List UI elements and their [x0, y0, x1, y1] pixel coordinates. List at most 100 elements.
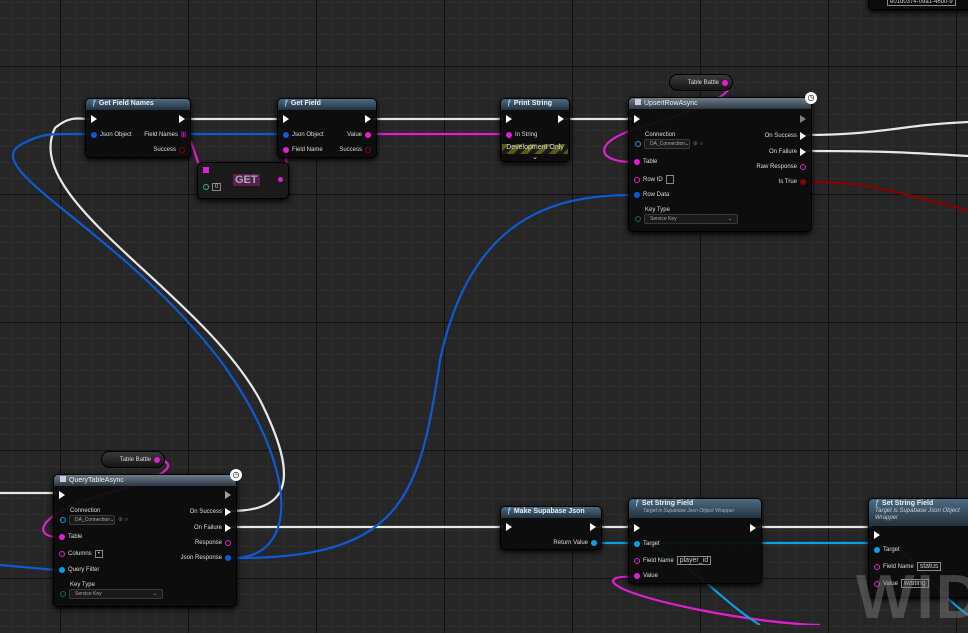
pin-label: Response [194, 540, 222, 546]
string-pin[interactable] [59, 534, 65, 540]
string-out-pin[interactable] [154, 456, 160, 463]
struct-out-pin[interactable] [591, 540, 597, 546]
exec-in-pin[interactable] [506, 523, 512, 531]
string-pin[interactable] [634, 159, 640, 165]
exec-out-pin[interactable] [800, 115, 806, 123]
exec-out-pin[interactable] [800, 148, 806, 156]
exec-wire [49, 117, 285, 513]
pin-label: In String [515, 132, 538, 138]
table-battle-variable[interactable]: Table Battle [669, 74, 733, 91]
enum-pin[interactable] [635, 216, 641, 222]
exec-in-pin[interactable] [506, 115, 512, 123]
function-icon: ƒ [507, 100, 511, 107]
exec-in-pin[interactable] [283, 115, 289, 123]
field-name-input[interactable]: player_id [676, 556, 712, 565]
exec-out-pin[interactable] [225, 524, 231, 532]
object-pin[interactable] [283, 132, 289, 138]
exec-in-pin[interactable] [634, 115, 640, 123]
node-title: Get Field [290, 100, 321, 107]
struct-pin[interactable] [874, 547, 880, 553]
exec-out-pin[interactable] [590, 523, 596, 531]
struct-pin[interactable] [59, 567, 65, 573]
array-pin-icon[interactable]: ||| [180, 132, 186, 138]
exec-out-pin[interactable] [365, 115, 371, 123]
string-pin[interactable] [634, 557, 640, 564]
offscreen-node[interactable]: e01d0374-09a1-4600-9 [868, 0, 968, 10]
string-out-pin[interactable] [278, 177, 283, 182]
browse-icon[interactable]: ⊕ ⌕ [118, 517, 129, 523]
exec-out-pin[interactable] [800, 132, 806, 140]
pin-label: Is True [778, 179, 797, 185]
exec-wire [0, 491, 872, 529]
exec-out-pin[interactable] [225, 508, 231, 516]
pin-label: On Failure [193, 525, 222, 531]
exec-in-pin[interactable] [874, 531, 880, 539]
connection-pin[interactable] [635, 141, 641, 147]
string-out-pin[interactable] [365, 132, 371, 138]
array-pin[interactable] [203, 167, 209, 173]
node-subtitle: Target is Supabase Json Object Wrapper [643, 508, 735, 514]
exec-in-pin[interactable] [59, 491, 65, 499]
pin-label: Json Object [292, 132, 324, 138]
struct-pin[interactable] [634, 541, 640, 547]
upsert-row-async-node[interactable]: UpsertRowAsync ◷ Connection DA_Connectio… [628, 92, 817, 232]
row-id-field[interactable] [665, 175, 674, 184]
enum-pin[interactable] [60, 591, 66, 597]
string-pin[interactable] [874, 563, 880, 570]
string-wire [612, 575, 821, 625]
columns-field[interactable]: • [94, 550, 103, 558]
table-battle-variable[interactable]: Table Battle [101, 451, 165, 468]
object-pin[interactable] [634, 192, 640, 198]
value-field[interactable]: e01d0374-09a1-4600-9 [887, 0, 956, 6]
exec-out-pin[interactable] [558, 115, 564, 123]
string-pin[interactable] [506, 132, 512, 138]
pin-label: Target [643, 541, 660, 547]
exec-wire [804, 120, 968, 158]
string-out-pin[interactable] [800, 164, 806, 170]
index-field[interactable]: 0 [212, 183, 222, 191]
string-pin[interactable] [634, 176, 640, 183]
latent-clock-icon: ◷ [230, 469, 242, 481]
value-input[interactable]: waiting [900, 579, 929, 588]
function-icon: ƒ [507, 508, 511, 515]
connection-dropdown[interactable]: DA_Connection⌄ [644, 139, 690, 149]
pin-label: Field Name [292, 147, 323, 153]
bool-wire [804, 180, 968, 212]
bool-pin[interactable] [365, 147, 371, 153]
int-pin[interactable] [203, 184, 209, 190]
string-out-pin[interactable] [225, 540, 231, 546]
connection-dropdown[interactable]: DA_Connection⌄ [69, 515, 115, 525]
bool-out-pin[interactable] [800, 179, 806, 185]
pin-label: Value [883, 580, 898, 587]
key-type-dropdown[interactable]: Service Key⌄ [644, 214, 738, 224]
key-type-dropdown[interactable]: Service Key⌄ [69, 589, 163, 599]
string-pin[interactable] [634, 573, 640, 579]
function-icon: ƒ [92, 100, 96, 107]
exec-out-pin[interactable] [750, 524, 756, 532]
exec-in-pin[interactable] [91, 115, 97, 123]
array-get-node[interactable]: GET 0 [197, 162, 289, 199]
array-pin[interactable] [59, 551, 65, 557]
string-pin[interactable] [874, 580, 880, 587]
node-title: Set String Field [881, 500, 934, 507]
field-name-input[interactable]: status [916, 562, 942, 571]
object-pin[interactable] [91, 132, 97, 138]
object-out-pin[interactable] [225, 555, 231, 561]
pin-label: Row Data [643, 192, 670, 198]
exec-out-pin[interactable] [179, 115, 185, 123]
query-table-async-node[interactable]: QueryTableAsync ◷ Connection DA_Connecti… [53, 469, 242, 607]
exec-in-pin[interactable] [634, 524, 640, 532]
bool-pin[interactable] [179, 147, 185, 153]
exec-out-pin[interactable] [225, 491, 231, 499]
string-out-pin[interactable] [722, 79, 728, 86]
connection-pin[interactable] [60, 517, 66, 523]
expand-toggle[interactable]: ⌄ [532, 154, 538, 161]
string-pin[interactable] [283, 147, 289, 153]
browse-icon[interactable]: ⊕ ⌕ [693, 141, 704, 147]
